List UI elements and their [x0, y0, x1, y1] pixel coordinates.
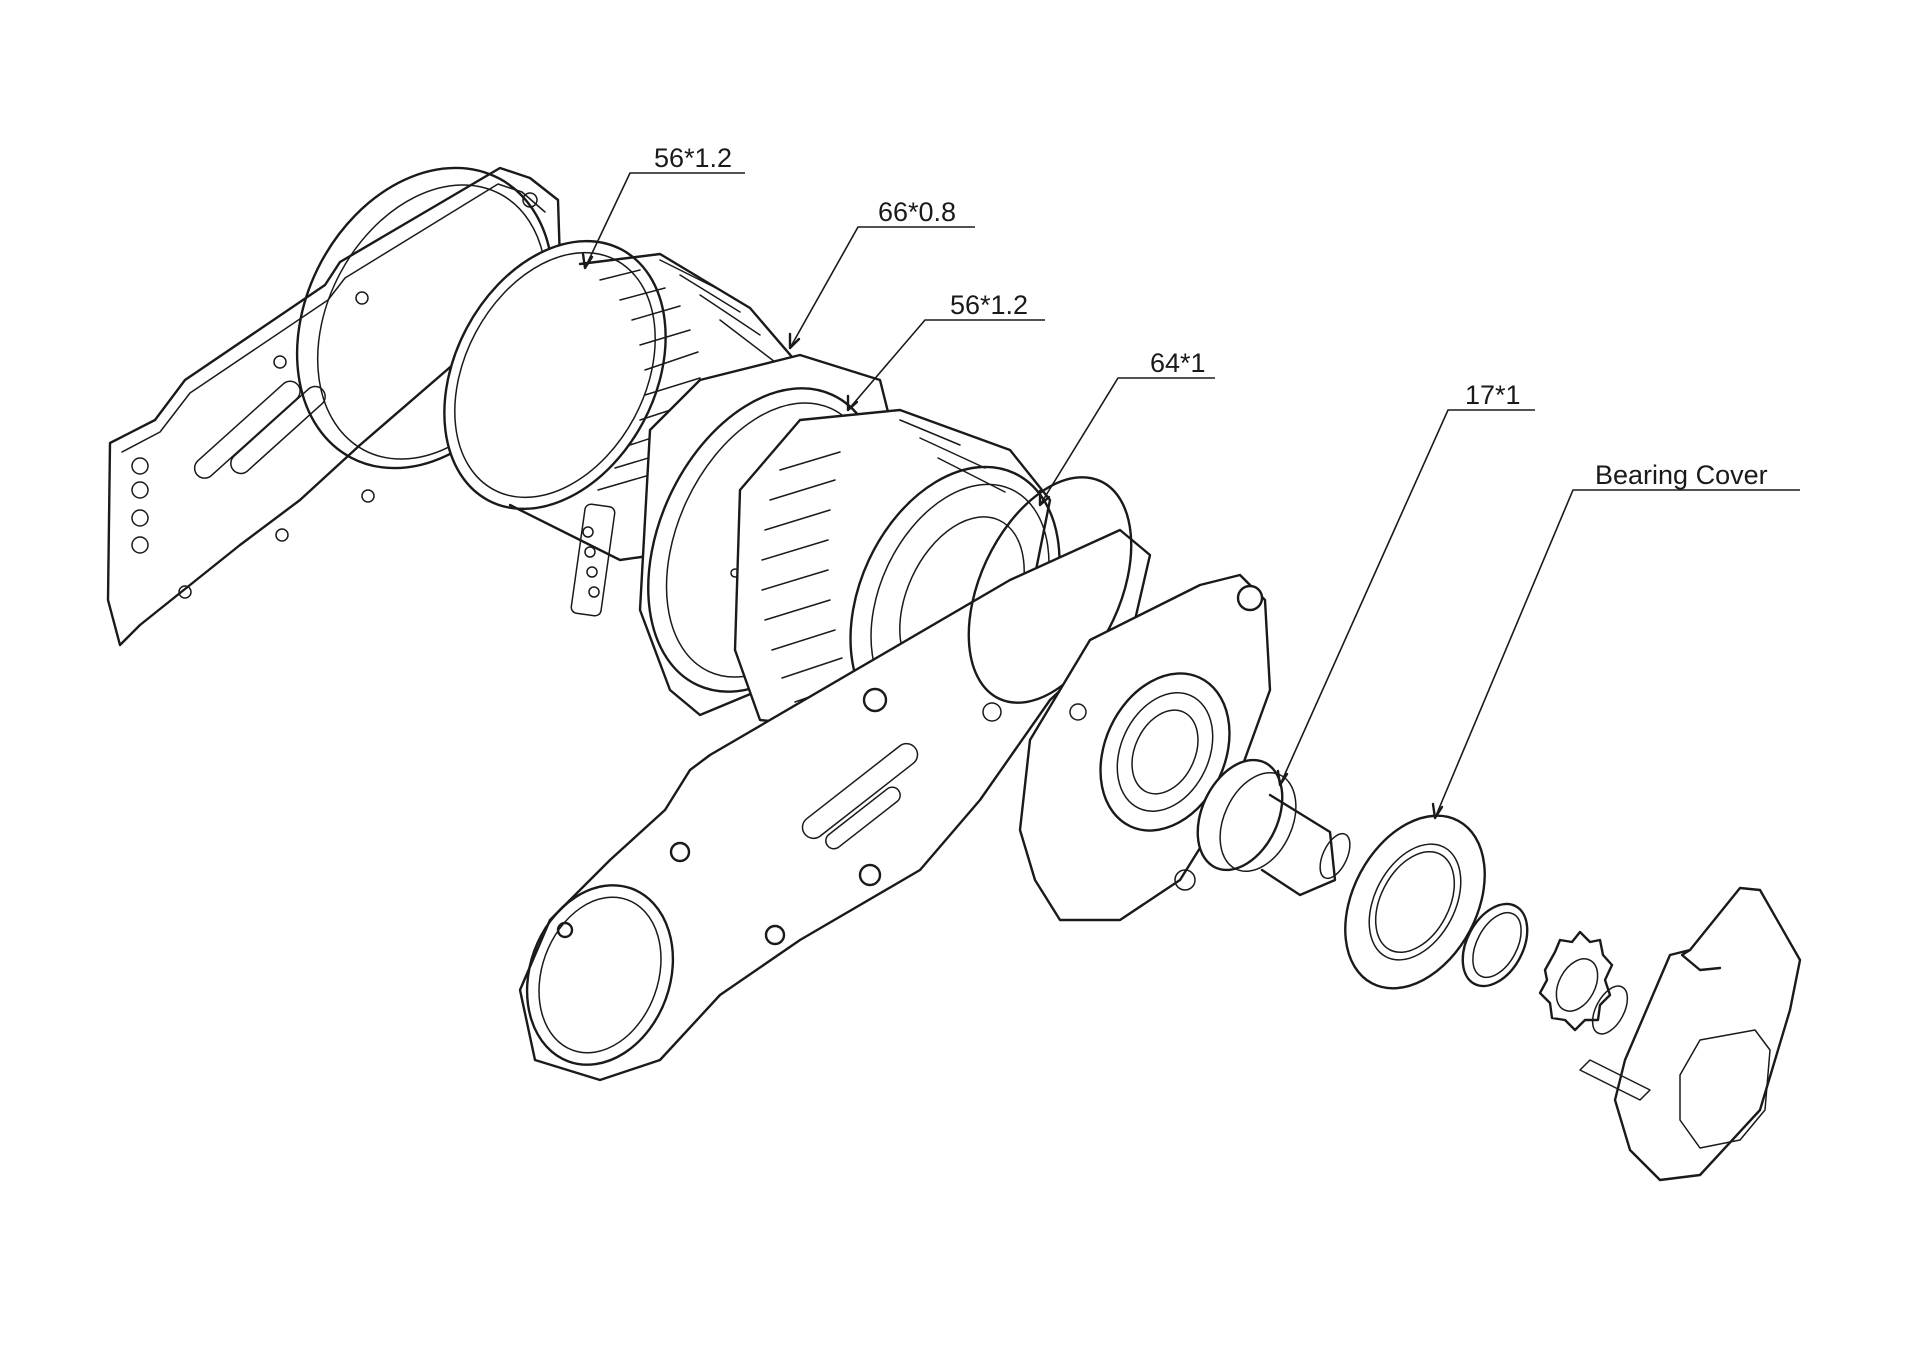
arrowhead [1276, 769, 1289, 787]
callout-label: 66*0.8 [878, 197, 956, 227]
arrowhead [846, 394, 859, 412]
callout-label: 17*1 [1465, 380, 1521, 410]
output-shaft [1196, 758, 1351, 897]
callout-labels: 56*1.2 66*0.8 56*1.2 64*1 17*1 Bearing C… [654, 143, 1768, 490]
front-frame [518, 476, 1152, 1082]
callout-label: Bearing Cover [1595, 460, 1768, 490]
arrowhead [581, 252, 594, 270]
leader-64-1 [1039, 377, 1215, 506]
right-bracket [1579, 886, 1802, 1182]
leader-66-08 [789, 226, 975, 349]
callout-label: 56*1.2 [950, 290, 1028, 320]
callout-label: 56*1.2 [654, 143, 732, 173]
leader-bearing-cover [1434, 489, 1800, 819]
arrowhead [788, 332, 801, 350]
left-mounting-plate [106, 166, 562, 647]
leader-lines [581, 172, 1800, 820]
sprocket [1538, 930, 1629, 1035]
leader-17-1 [1279, 409, 1535, 786]
leader-56-1 [584, 172, 745, 269]
small-seal-ring [1461, 902, 1529, 988]
callout-label: 64*1 [1150, 348, 1206, 378]
arrowhead [1038, 489, 1051, 507]
arrowhead [1431, 802, 1444, 820]
leader-56-2 [847, 319, 1045, 411]
